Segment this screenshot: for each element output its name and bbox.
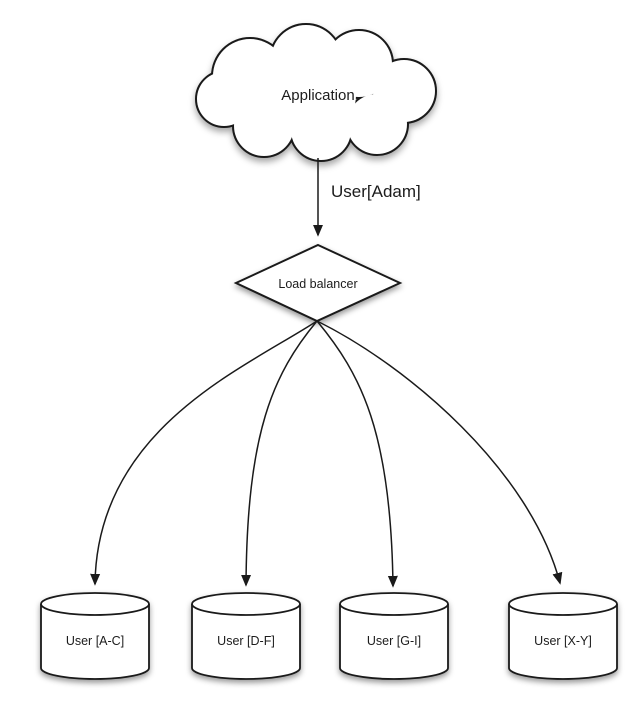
shard-4-label: User [X-Y] [534, 634, 592, 648]
edge-load-balancer-to-shard-4 [316, 320, 563, 585]
cloud-body [197, 25, 435, 160]
request-edge-label: User[Adam] [331, 182, 421, 201]
application-label: Application [281, 87, 354, 104]
shard-cylinder-2 [191, 592, 301, 680]
shard-1-label: User [A-C] [66, 634, 124, 648]
shard-cylinder-3 [339, 592, 449, 680]
shard-cylinder-4 [508, 592, 618, 680]
edge-load-balancer-to-shard-3 [316, 320, 398, 588]
edge-load-balancer-to-shard-2 [241, 320, 318, 587]
shard-cylinder-1 [40, 592, 150, 680]
load-balancer-label: Load balancer [278, 277, 357, 291]
application-cloud-shape [195, 23, 437, 162]
shard-2-label: User [D-F] [217, 634, 275, 648]
edge-load-balancer-to-shard-1 [90, 320, 318, 586]
shard-3-label: User [G-I] [367, 634, 421, 648]
